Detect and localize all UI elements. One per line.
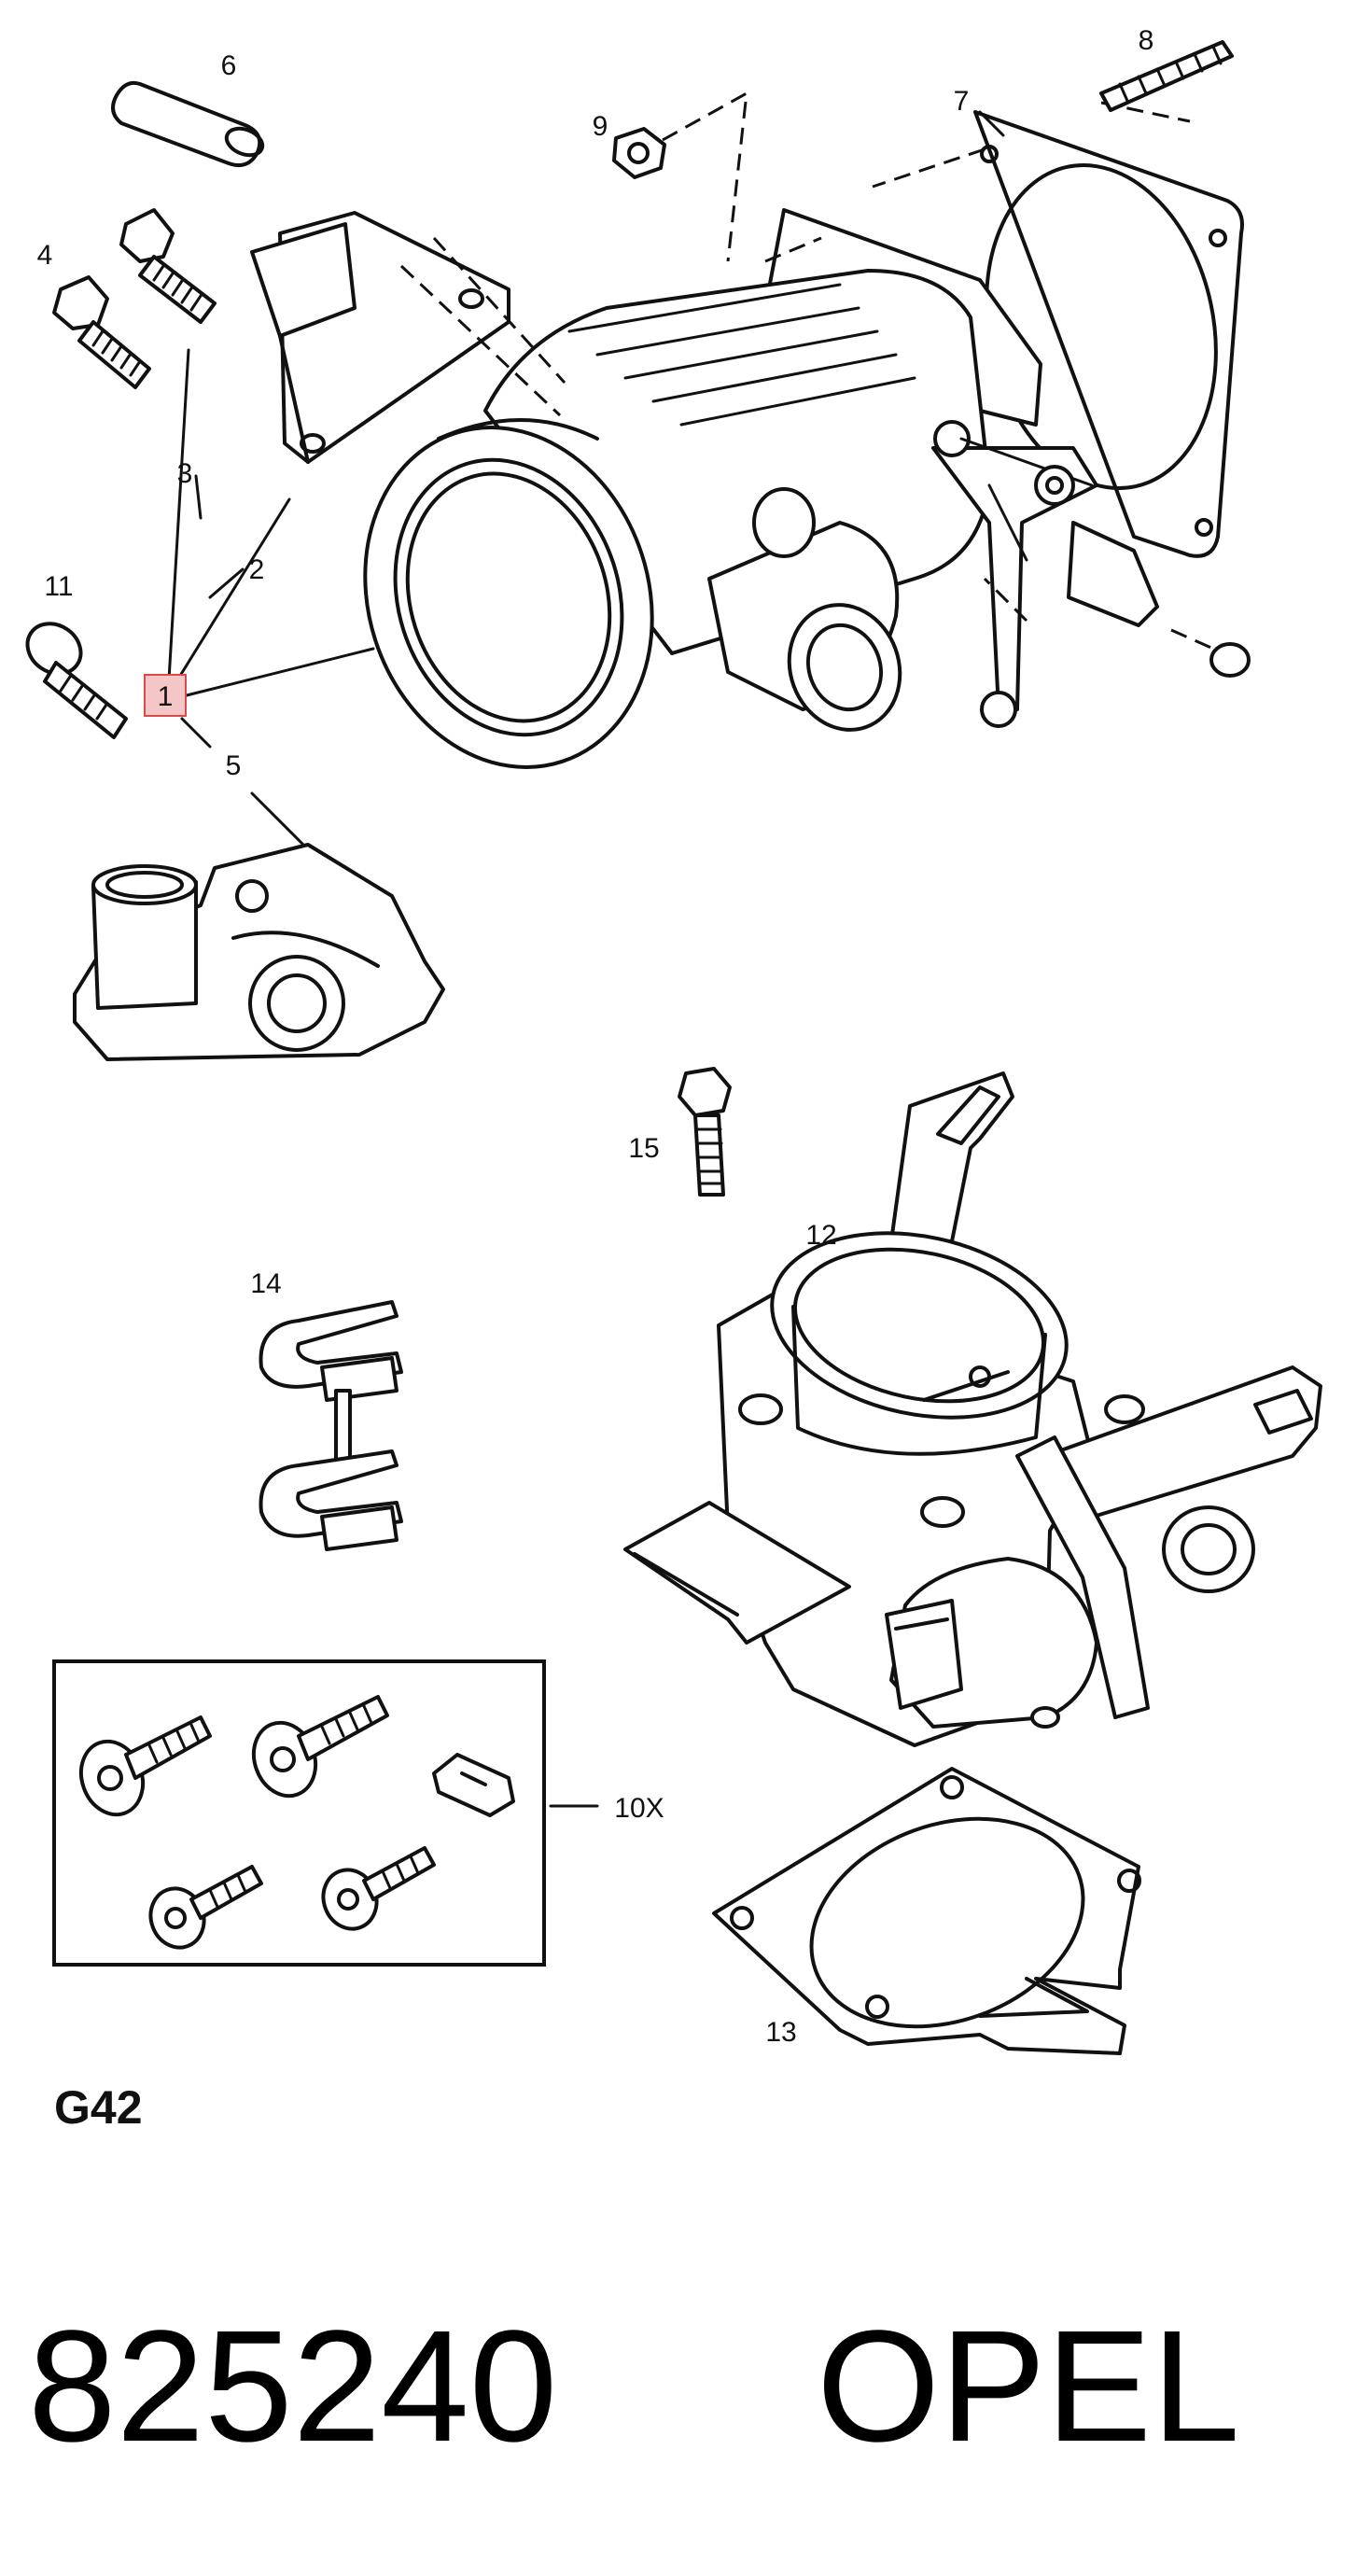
callout-label-9[interactable]: 9 <box>593 111 608 142</box>
kit-bolt-a <box>78 1715 212 1817</box>
kit-bolt-d <box>321 1846 436 1931</box>
callout-1[interactable]: 1 <box>144 674 187 717</box>
callout-label-7[interactable]: 7 <box>954 86 970 117</box>
cover-part-2 <box>250 211 566 464</box>
callout-label-12[interactable]: 12 <box>805 1220 836 1251</box>
group-code: G42 <box>54 2081 143 2134</box>
callout-label-15[interactable]: 15 <box>628 1133 659 1164</box>
sensor-part-5 <box>73 843 445 1061</box>
brand-name: OPEL <box>817 2298 1240 2475</box>
callout-label-3[interactable]: 3 <box>177 458 193 489</box>
callout-label-1: 1 <box>158 681 174 712</box>
throttle-body-assembly <box>363 110 1251 769</box>
part-number: 825240 <box>28 2298 557 2475</box>
callout-label-4[interactable]: 4 <box>37 240 53 271</box>
callout-label-11[interactable]: 11 <box>44 571 73 602</box>
callout-label-14[interactable]: 14 <box>250 1268 281 1299</box>
bolt-part-3 <box>119 208 217 324</box>
kit-bolt-b <box>251 1695 389 1799</box>
callout-label-8[interactable]: 8 <box>1139 25 1154 56</box>
callout-labels: 1 2 3 4 5 6 7 8 9 10X 11 12 13 14 15 <box>37 25 1154 2048</box>
nut-part-9 <box>612 127 666 179</box>
bolt-part-4 <box>52 275 151 389</box>
callout-label-5[interactable]: 5 <box>226 750 242 781</box>
kit-clip <box>432 1753 515 1817</box>
callout-label-10x[interactable]: 10X <box>614 1793 664 1824</box>
pin-part-6 <box>111 80 265 167</box>
clip-part-14 <box>259 1300 403 1551</box>
callout-label-6[interactable]: 6 <box>221 50 237 81</box>
callout-label-13[interactable]: 13 <box>765 2017 796 2048</box>
leader-lines <box>166 91 1191 1808</box>
throttle-body-part-12 <box>623 1071 1322 1747</box>
callout-1-highlight <box>144 674 187 717</box>
kit-bolt-c <box>148 1865 263 1950</box>
bolt-part-11 <box>25 622 128 739</box>
gasket-part-13 <box>712 1767 1141 2055</box>
bolt-part-15 <box>678 1067 732 1197</box>
callout-label-2[interactable]: 2 <box>249 554 265 585</box>
stud-part-8 <box>1099 40 1234 112</box>
hardware-kit-box <box>52 1659 546 1967</box>
